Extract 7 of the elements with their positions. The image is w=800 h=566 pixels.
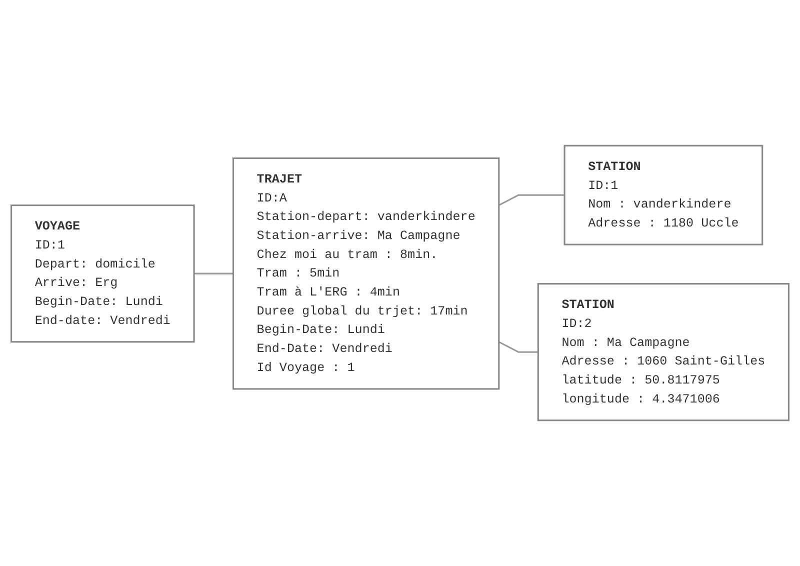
connector xyxy=(498,341,538,353)
node-box: STATION ID:1 Nom : vanderkindere Adresse : 1180 Uccle xyxy=(564,144,764,246)
connector xyxy=(498,194,565,206)
node-box: VOYAGE ID:1 Depart: domicile Arrive: Erg Begin-Date: Lundi End-date: Vendredi xyxy=(10,204,195,343)
node-box: TRAJET ID:A Station-depart: vanderkindere Station-arrive: Ma Campagne Chez moi au tram : 8min. Tram : 5min Tram à L'ERG : 4min Duree global du trjet: 17min Begin-Date: Lundi End-Date: Vendredi Id Voyage : 1 xyxy=(232,157,500,390)
node-box: STATION ID:2 Nom : Ma Campagne Adresse : 1060 Saint-Gilles latitude : 50.8117975 longitude : 4.3471006 xyxy=(537,283,790,422)
connector xyxy=(194,272,234,274)
